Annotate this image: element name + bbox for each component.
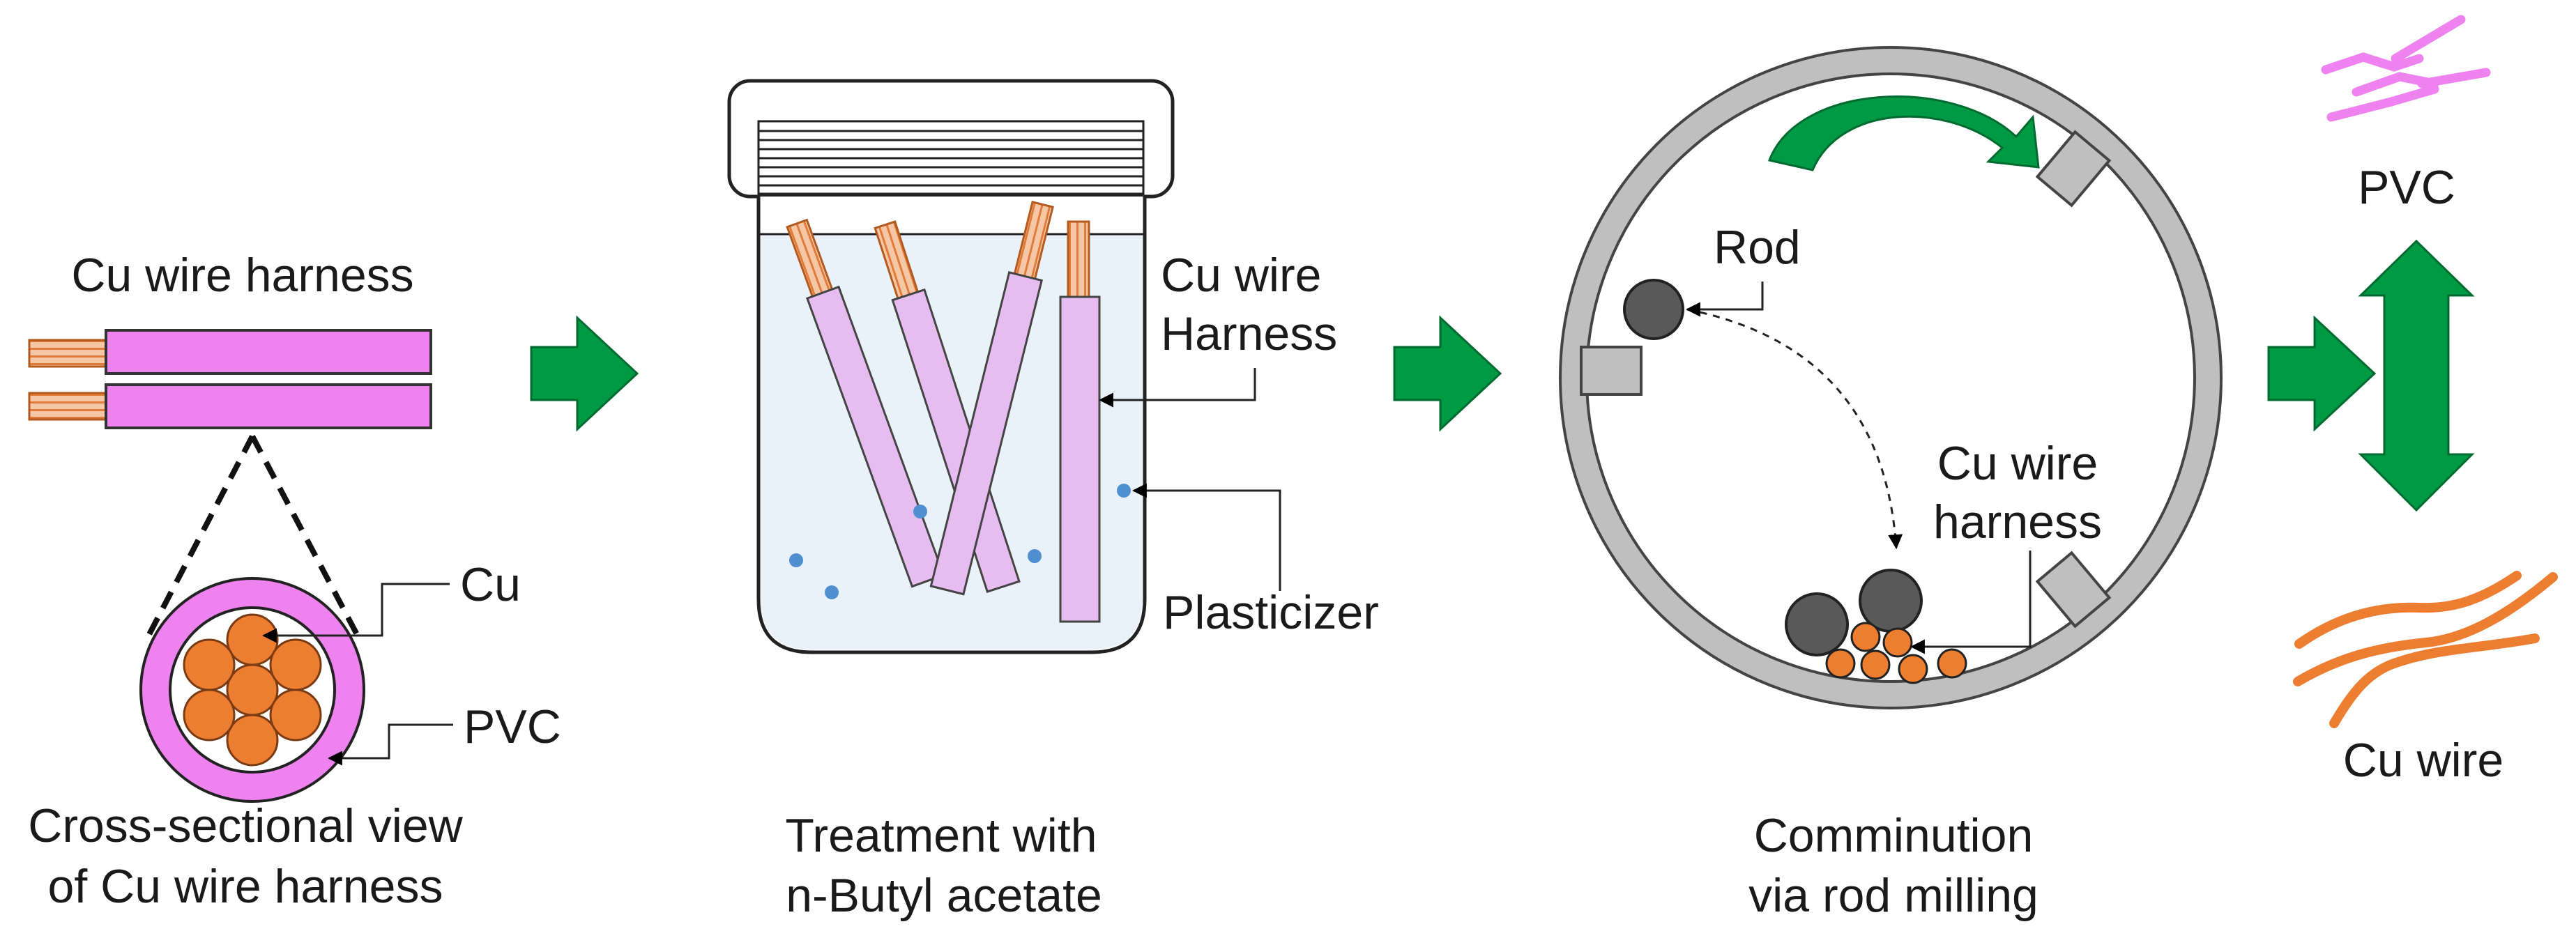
rotation-arrow bbox=[1767, 95, 2040, 171]
label-harness-mill-line2: harness bbox=[1933, 495, 2102, 548]
harness-pieces bbox=[786, 201, 1101, 623]
label-harness-jar-line2: Harness bbox=[1161, 307, 1337, 360]
wire-harness-cable-bottom bbox=[28, 383, 432, 429]
stage1-caption-line2: of Cu wire harness bbox=[48, 860, 443, 913]
label-rod: Rod bbox=[1714, 221, 1801, 274]
rods-bottom bbox=[1785, 569, 1923, 656]
label-harness-mill-line1: Cu wire bbox=[1937, 437, 2098, 490]
stage-2-treatment: Cu wire Harness Plasticizer Treatment wi… bbox=[727, 79, 1379, 922]
label-plasticizer: Plasticizer bbox=[1163, 586, 1379, 639]
label-harness-jar-line1: Cu wire bbox=[1161, 249, 1322, 302]
rod-top bbox=[1623, 279, 1684, 340]
wire-harness-cable-top bbox=[28, 329, 432, 375]
leader-rod bbox=[1685, 282, 1764, 317]
stage1-title: Cu wire harness bbox=[71, 249, 413, 302]
harness-particles bbox=[1825, 622, 1967, 684]
pvc-fragments bbox=[2321, 15, 2491, 122]
leader-harness-mill bbox=[1910, 551, 2032, 654]
separation-double-arrow bbox=[2358, 239, 2475, 512]
stage2-caption-line2: n-Butyl acetate bbox=[786, 869, 1102, 922]
plasticizer-droplets bbox=[789, 484, 1131, 599]
process-arrow-3 bbox=[2267, 315, 2377, 432]
zoom-dashed-lines bbox=[144, 435, 363, 641]
leader-pvc bbox=[327, 723, 453, 766]
label-cu-wire-product: Cu wire bbox=[2343, 734, 2504, 787]
stage-3-rod-mill: Rod Cu wire harness Comminution via rod … bbox=[1559, 46, 2223, 922]
leader-cu bbox=[261, 583, 450, 643]
process-arrow-2 bbox=[1393, 315, 1502, 432]
stage3-caption-line1: Comminution bbox=[1754, 809, 2034, 862]
leader-harness-jar bbox=[1098, 368, 1256, 408]
cross-section-view bbox=[139, 577, 365, 803]
label-pvc-product: PVC bbox=[2358, 161, 2455, 214]
stage2-caption-line1: Treatment with bbox=[785, 809, 1097, 862]
jar-lid bbox=[727, 79, 1175, 199]
leader-plasticizer bbox=[1131, 483, 1281, 591]
copper-strands bbox=[183, 613, 322, 767]
label-pvc-crosssection: PVC bbox=[464, 700, 561, 753]
rod-trajectory bbox=[1686, 308, 1903, 550]
process-arrow-1 bbox=[530, 315, 639, 432]
mill-lifters bbox=[1580, 130, 2112, 629]
stage3-caption-line2: via rod milling bbox=[1748, 869, 2038, 922]
stage-1-wire-harness: Cu wire harness bbox=[28, 249, 561, 913]
stage1-caption-line1: Cross-sectional view bbox=[28, 799, 463, 852]
cu-wire-fragments bbox=[2293, 571, 2558, 728]
label-cu: Cu bbox=[460, 558, 521, 611]
stage-4-separation: PVC Cu wire bbox=[2293, 15, 2558, 787]
